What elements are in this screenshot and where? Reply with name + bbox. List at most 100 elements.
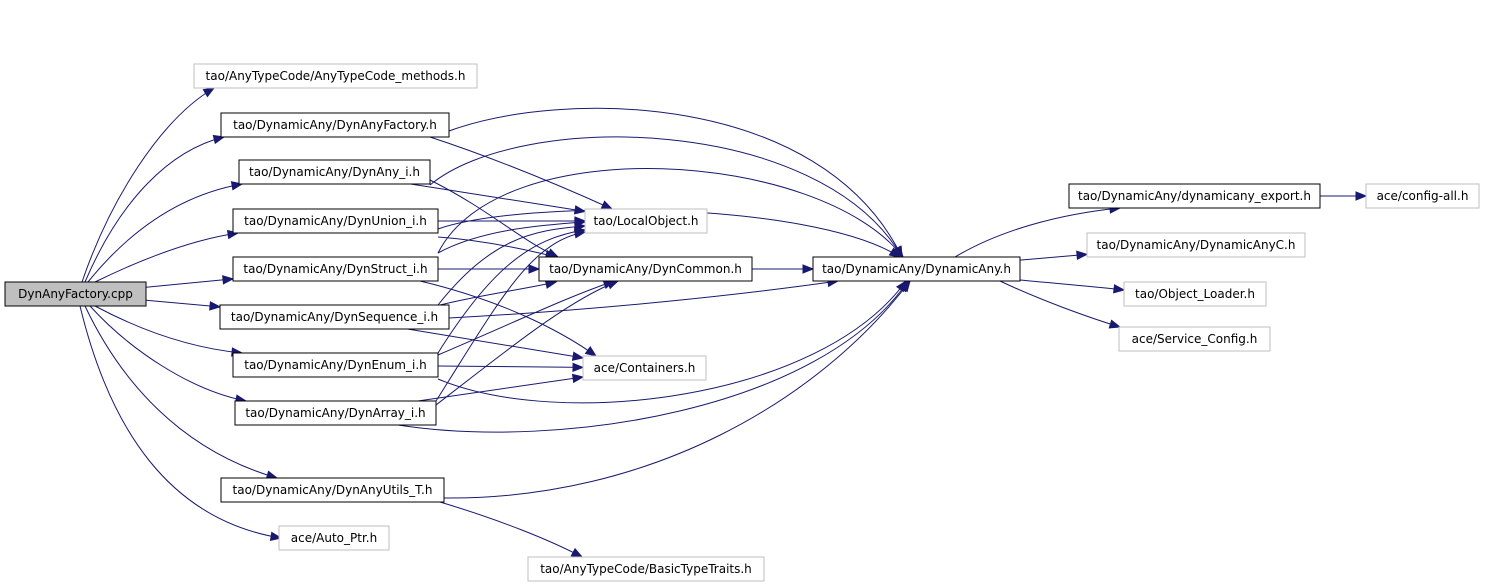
arrowhead-icon	[899, 279, 911, 293]
edge-line	[439, 281, 557, 306]
node-box	[1123, 281, 1267, 307]
arrowhead-icon	[209, 301, 222, 311]
node-label: DynAnyFactory.cpp	[18, 287, 133, 301]
edge-line	[87, 183, 243, 283]
node-dynarray_i[interactable]: tao/DynamicAny/DynArray_i.h	[234, 400, 437, 426]
node-dynenum_i[interactable]: tao/DynamicAny/DynEnum_i.h	[232, 352, 439, 378]
node-label: tao/DynamicAny/DynSequence_i.h	[231, 310, 438, 324]
node-config_all: ace/config-all.h	[1365, 183, 1480, 209]
node-box	[232, 256, 439, 282]
edge-line	[145, 299, 221, 308]
edge-dynarray_i-to-localobject	[435, 229, 587, 402]
arrowhead-icon	[892, 245, 904, 259]
node-label: tao/DynamicAny/DynAnyUtils_T.h	[233, 483, 433, 497]
arrowhead-icon	[572, 362, 585, 373]
edge-dynsequence_i-to-dynamicany_h	[448, 277, 840, 319]
edge-line	[437, 168, 904, 258]
edge-line	[81, 87, 215, 283]
arrowhead-icon	[584, 346, 598, 357]
node-dynunion_i[interactable]: tao/DynamicAny/DynUnion_i.h	[232, 208, 439, 234]
edge-line	[1019, 253, 1088, 261]
node-box	[234, 400, 437, 426]
edge-dynenum_i-to-containers	[437, 362, 585, 373]
edge-line	[437, 236, 557, 258]
node-containers: ace/Containers.h	[582, 355, 707, 381]
node-dynanyutils_t[interactable]: tao/DynamicAny/DynAnyUtils_T.h	[220, 477, 445, 503]
arrowhead-icon	[202, 87, 216, 98]
node-box	[232, 208, 439, 234]
edge-dynsequence_i-to-containers	[407, 328, 585, 361]
arrowhead-icon	[606, 280, 620, 290]
edge-root-to-dynsequence_i	[145, 299, 222, 311]
node-label: tao/DynamicAny/DynAnyFactory.h	[233, 118, 437, 132]
node-service_config: ace/Service_Config.h	[1118, 326, 1271, 352]
arrowhead-icon	[1355, 191, 1368, 201]
edge-dyncommon-to-dynamicany_h	[752, 264, 815, 274]
edge-dynamicany_h-to-service_config	[999, 280, 1122, 329]
node-box	[538, 256, 753, 282]
node-box	[1068, 183, 1321, 209]
node-dynamicany_h[interactable]: tao/DynamicAny/DynamicAny.h	[812, 256, 1021, 282]
arrowhead-icon	[573, 205, 587, 215]
nodes-layer: DynAnyFactory.cpp tao/AnyTypeCode/AnyType…	[4, 63, 1480, 582]
node-box	[220, 112, 450, 138]
node-dynamicany_export[interactable]: tao/DynamicAny/dynamicany_export.h	[1068, 183, 1321, 209]
arrowhead-icon	[1113, 284, 1126, 294]
edge-line	[417, 376, 584, 402]
edge-line	[437, 225, 586, 306]
edge-root-to-dynunion_i	[94, 229, 240, 283]
edge-line	[429, 136, 613, 210]
edge-line	[443, 280, 911, 499]
node-label: tao/DynamicAny/DynamicAnyC.h	[1097, 238, 1296, 252]
arrowhead-icon	[528, 264, 541, 274]
node-dyncommon[interactable]: tao/DynamicAny/DynCommon.h	[538, 256, 753, 282]
edge-line	[448, 107, 903, 258]
node-label: tao/AnyTypeCode/AnyTypeCode_methods.h	[206, 69, 466, 83]
node-box	[812, 256, 1021, 282]
edge-dynenum_i-to-dynamicany_h	[437, 279, 907, 404]
edge-line	[437, 280, 907, 404]
edge-dynamicany_h-to-dynamicanyc	[1019, 250, 1089, 261]
node-dynanyfactory_h[interactable]: tao/DynamicAny/DynAnyFactory.h	[220, 112, 450, 138]
edge-line	[1019, 279, 1125, 291]
edge-root-to-dynanyutils_t	[84, 305, 279, 480]
node-label: tao/DynamicAny/dynamicany_export.h	[1078, 189, 1311, 203]
arrowhead-icon	[600, 200, 614, 210]
edge-dynsequence_i-to-dyncommon	[439, 279, 558, 306]
edge-dynarray_i-to-containers	[417, 373, 585, 402]
edge-dynanyutils_t-to-basictypetraits	[439, 501, 584, 558]
edge-line	[89, 305, 247, 402]
edge-root-to-dynanyfactory_h	[84, 134, 226, 283]
node-label: ace/Auto_Ptr.h	[291, 531, 377, 545]
node-label: tao/Object_Loader.h	[1135, 287, 1255, 301]
node-label: tao/DynamicAny/DynAny_i.h	[249, 165, 420, 179]
edge-line	[954, 207, 1121, 258]
edge-dynanyfactory_h-to-localobject	[429, 136, 614, 210]
node-box	[1118, 326, 1271, 352]
edge-line	[94, 232, 239, 283]
node-label: tao/LocalObject.h	[593, 214, 698, 228]
arrowhead-icon	[570, 547, 584, 558]
edge-root-to-auto_ptr	[79, 305, 283, 541]
node-label: tao/DynamicAny/DynArray_i.h	[245, 406, 425, 420]
node-dynany_i[interactable]: tao/DynamicAny/DynAny_i.h	[238, 159, 431, 185]
node-auto_ptr: ace/Auto_Ptr.h	[278, 525, 390, 551]
node-label: ace/Containers.h	[594, 361, 696, 375]
node-dynstruct_i[interactable]: tao/DynamicAny/DynStruct_i.h	[232, 256, 439, 282]
node-dynsequence_i[interactable]: tao/DynamicAny/DynSequence_i.h	[219, 304, 450, 330]
node-box	[1365, 183, 1480, 209]
node-box	[220, 477, 445, 503]
arrowhead-icon	[802, 264, 815, 274]
edge-dynanyutils_t-to-dynamicany_h	[443, 279, 911, 499]
edge-dynstruct_i-to-dyncommon	[438, 264, 541, 274]
node-box	[4, 281, 147, 307]
edge-line	[448, 280, 839, 319]
arrowhead-icon	[571, 373, 585, 384]
node-box	[1086, 232, 1306, 258]
arrowhead-icon	[573, 229, 587, 239]
node-box	[238, 159, 431, 185]
node-box	[232, 352, 439, 378]
edge-dynamicany_export-to-config_all	[1320, 191, 1368, 201]
edge-dynamicany_h-to-object_loader	[1019, 279, 1126, 294]
node-label: ace/Service_Config.h	[1132, 332, 1258, 346]
